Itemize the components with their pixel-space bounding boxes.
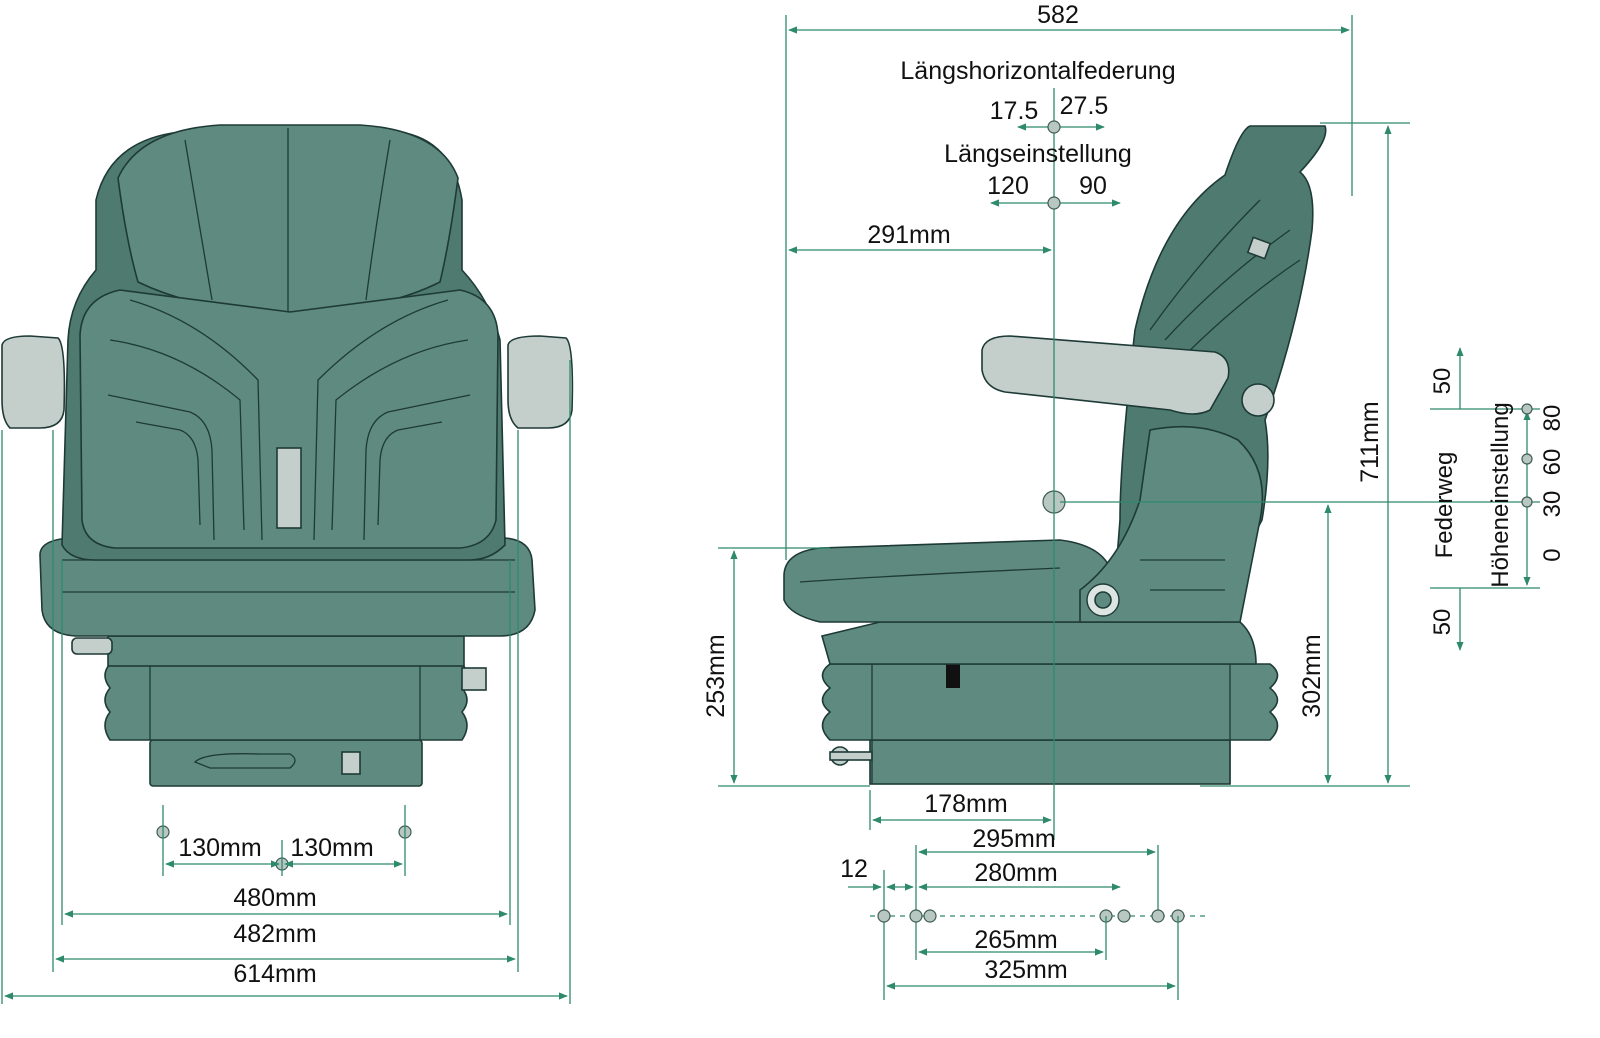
front-base-lower <box>149 739 423 787</box>
side-view-dimensions: 582 Längshorizontalfederung 17.5 27.5 Lä… <box>702 1 1540 1000</box>
front-side-knob <box>461 667 487 691</box>
dim-base-295: 295mm <box>972 825 1055 853</box>
height-step-30: 30 <box>1539 491 1566 518</box>
dim-offset-left: 130mm <box>178 834 261 862</box>
dim-seat-rear-height: 302mm <box>1298 634 1326 717</box>
dim-base-12: 12 <box>840 855 868 883</box>
label-fore-aft: Längseinstellung <box>944 140 1132 168</box>
dim-base-280: 280mm <box>974 859 1057 887</box>
dim-total-height: 711mm <box>1356 401 1384 483</box>
front-base-box <box>341 751 361 775</box>
side-armrest-knob <box>1241 383 1275 417</box>
height-step-80: 80 <box>1539 405 1566 432</box>
side-armrest <box>981 335 1230 415</box>
dim-seat-front-height: 253mm <box>702 634 730 717</box>
label-horizontal-suspension: Längshorizontalfederung <box>900 57 1175 85</box>
front-armrest-right <box>507 335 574 429</box>
label-travel: Federweg <box>1431 452 1458 559</box>
travel-up: 50 <box>1429 368 1456 395</box>
front-upper-frame <box>107 635 465 667</box>
side-frame <box>1079 425 1264 623</box>
dim-offset-right: 130mm <box>290 834 373 862</box>
dim-fore-aft-forward: 90 <box>1079 172 1107 200</box>
height-step-60: 60 <box>1539 449 1566 476</box>
dim-base-265: 265mm <box>974 926 1057 954</box>
dim-total-depth: 582 <box>1037 1 1079 29</box>
dim-to-backrest: 291mm <box>867 221 950 249</box>
height-step-0: 0 <box>1539 548 1566 561</box>
suspension-legend: 50 50 Federweg Höheneinstellung 80 60 30… <box>1429 347 1566 651</box>
dim-fore-aft-back: 120 <box>987 172 1029 200</box>
dim-suspension-forward: 27.5 <box>1060 92 1109 120</box>
dim-base-325: 325mm <box>984 956 1067 984</box>
label-height-adjustment: Höheneinstellung <box>1487 402 1514 587</box>
side-upper-frame <box>821 621 1257 665</box>
travel-down: 50 <box>1429 609 1456 636</box>
dim-base-178: 178mm <box>924 790 1007 818</box>
front-cushion <box>39 537 536 637</box>
side-pivot-inner <box>1094 591 1112 609</box>
front-lever-left <box>71 637 113 655</box>
dim-suspension-back: 17.5 <box>990 97 1039 125</box>
dim-width-482: 482mm <box>233 920 316 948</box>
front-armrest-left <box>1 335 66 429</box>
side-cushion <box>783 539 1113 623</box>
front-view-seat <box>1 124 574 787</box>
side-backrest-tag <box>1246 236 1272 260</box>
side-view-seat <box>783 125 1327 785</box>
side-base-lower <box>869 739 1231 785</box>
side-bellows <box>821 663 1279 741</box>
dim-width-480: 480mm <box>233 884 316 912</box>
front-center-label <box>276 447 302 529</box>
dim-width-614: 614mm <box>233 960 316 988</box>
front-backrest-cushion <box>79 289 499 549</box>
front-bellows <box>104 663 468 741</box>
front-view-dimensions: 130mm 130mm 480mm 482mm 614mm <box>1 360 571 1004</box>
